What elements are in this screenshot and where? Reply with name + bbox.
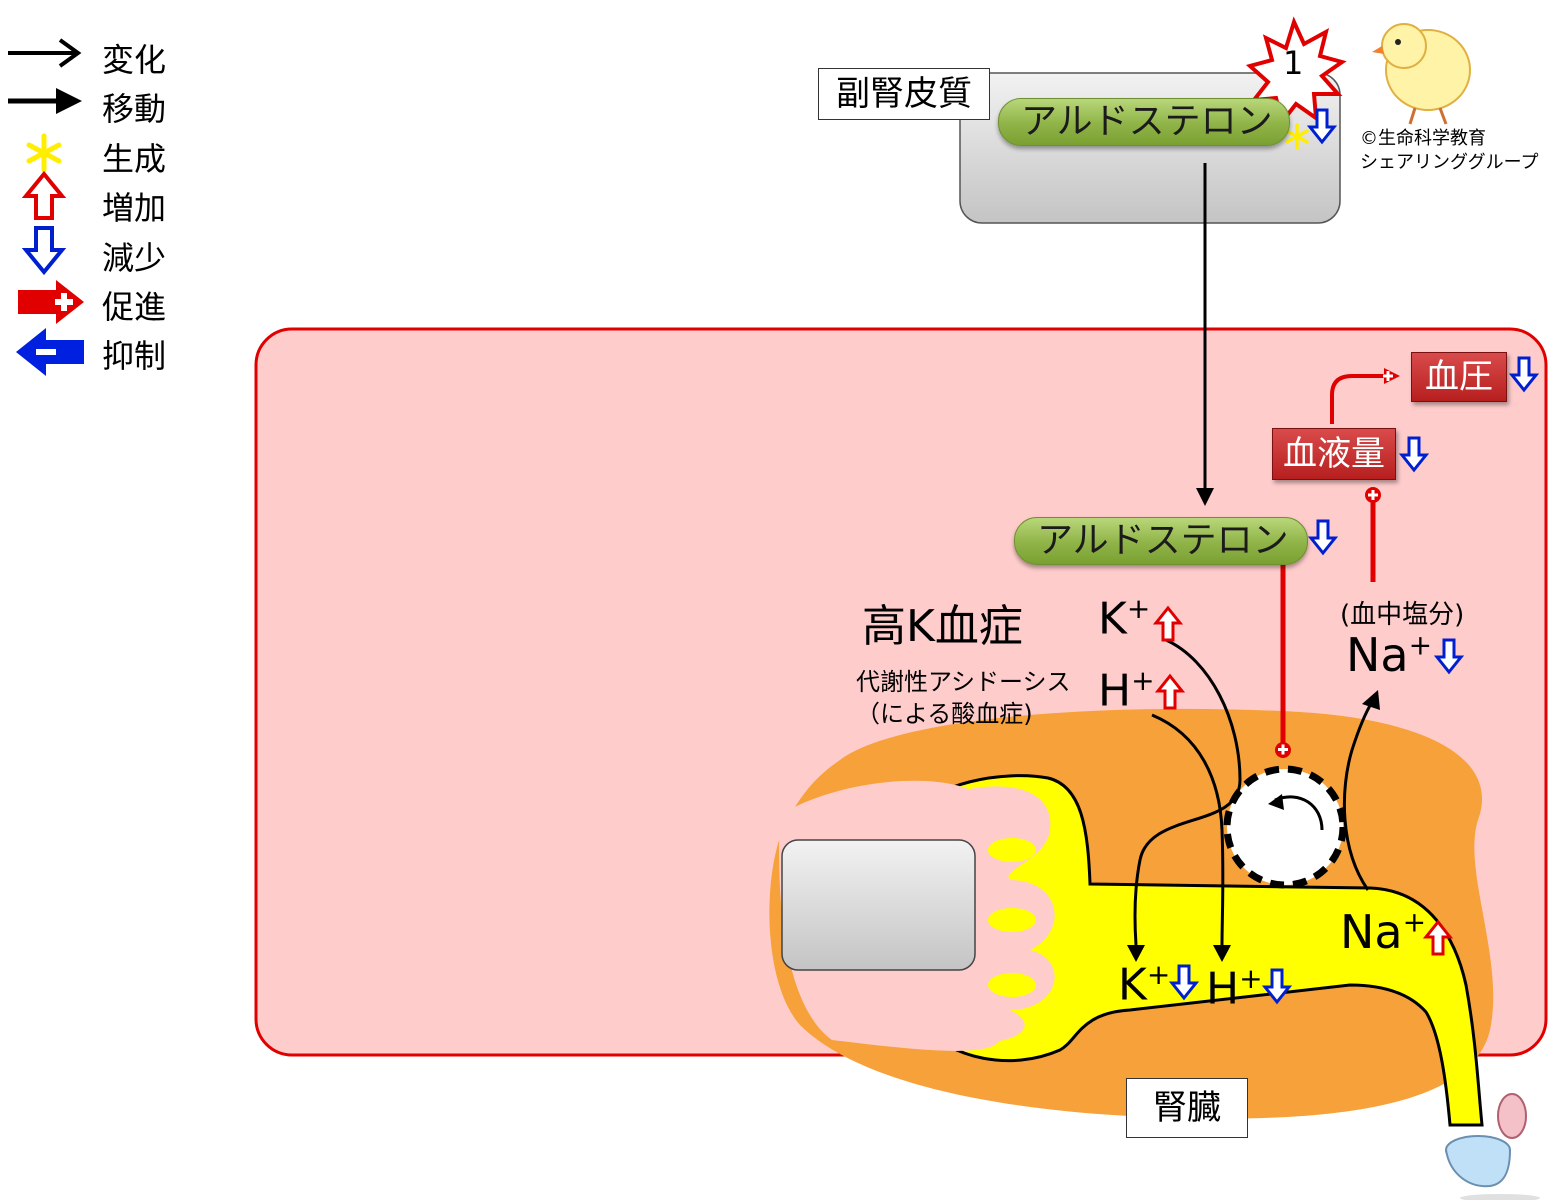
na-move-arrow <box>1342 701 1374 891</box>
decrease-icon-pressure <box>1508 356 1540 393</box>
ion-na-urine-symbol: Na <box>1340 905 1403 959</box>
produce-asterisk-icon <box>1285 123 1309 150</box>
legend-label-produce: 生成 <box>102 140 167 178</box>
aldosterone-blood: アルドステロン <box>1014 517 1308 565</box>
inhibit-arrow-icon <box>16 328 84 376</box>
copyright-line2: シェアリンググループ <box>1360 152 1539 173</box>
legend-label-decrease: 減少 <box>102 239 167 277</box>
starburst-number: 1 <box>1283 44 1304 82</box>
ion-h-blood: H+ <box>1098 664 1155 717</box>
ion-k-urine-charge: + <box>1146 958 1171 991</box>
starburst-badge <box>1245 16 1347 127</box>
bold-arrow-icon <box>8 88 82 114</box>
asterisk-icon <box>26 133 62 173</box>
ion-k-blood-symbol: K <box>1098 593 1127 645</box>
decrease-icon-adrenal <box>1306 108 1338 145</box>
legend-label-promote: 促進 <box>102 288 167 326</box>
decrease-icon-aldosterone <box>1307 519 1339 556</box>
ion-k-blood-charge: + <box>1126 592 1151 625</box>
kidney-label: 腎臓 <box>1126 1078 1248 1138</box>
condition-sub1: 代謝性アシドーシス <box>856 668 1071 696</box>
promote-plus-pump <box>1275 742 1291 758</box>
aldosterone-travel-head <box>1196 488 1214 506</box>
condition-title: 高K血症 <box>862 601 1023 652</box>
copyright-line1: ©生命科学教育 <box>1360 128 1486 149</box>
increase-icon-k-blood <box>1152 605 1184 642</box>
down-arrow-icon <box>21 226 67 276</box>
promote-arrow-icon <box>18 280 84 324</box>
up-arrow-icon <box>21 170 67 220</box>
blood-pressure-box: 血圧 <box>1411 352 1507 402</box>
ion-h-blood-symbol: H <box>1098 665 1132 717</box>
blood-salt-label: (血中塩分) <box>1340 600 1465 630</box>
legend-label-increase: 増加 <box>102 189 167 227</box>
thin-arrow-icon <box>8 38 82 68</box>
aldosterone-adrenal: アルドステロン <box>998 98 1290 146</box>
na-k-pump <box>1223 765 1347 889</box>
decrease-icon-h-urine <box>1261 968 1293 1005</box>
blood-volume-box: 血液量 <box>1272 428 1396 480</box>
toilet-icon <box>1445 1093 1540 1200</box>
promote-plus-pressure <box>1383 368 1400 384</box>
decrease-icon-na-blood <box>1433 638 1465 675</box>
increase-icon-na-urine <box>1422 919 1454 956</box>
ion-na-blood-symbol: Na <box>1346 628 1409 682</box>
decrease-icon-volume <box>1398 436 1430 473</box>
legend-label-change: 変化 <box>102 41 167 79</box>
legend-label-inhibit: 抑制 <box>102 337 167 375</box>
ion-h-urine-charge: + <box>1239 962 1263 995</box>
k-move-arrow <box>1133 638 1242 946</box>
ion-na-blood-charge: + <box>1408 628 1433 662</box>
decrease-icon-k-urine <box>1168 964 1200 1001</box>
increase-icon-h-blood <box>1154 673 1186 710</box>
h-move-arrow <box>1151 713 1225 946</box>
chick-mascot-icon <box>1372 23 1471 125</box>
ion-k-blood: K+ <box>1098 592 1150 645</box>
ion-k-urine-symbol: K <box>1118 959 1147 1011</box>
ion-h-urine-symbol: H <box>1206 963 1240 1015</box>
adrenal-cortex-label: 副腎皮質 <box>818 68 990 120</box>
ion-h-urine: H+ <box>1206 962 1263 1015</box>
legend-label-move: 移動 <box>102 90 167 128</box>
volume-promote-curve <box>1330 374 1385 424</box>
ion-na-urine: Na+ <box>1340 905 1426 959</box>
vessel-box <box>781 839 976 971</box>
ion-k-urine: K+ <box>1118 958 1170 1011</box>
promote-plus-volume <box>1365 487 1381 503</box>
ion-na-blood: Na+ <box>1346 628 1432 682</box>
legend-icons <box>8 38 84 376</box>
ion-h-blood-charge: + <box>1131 664 1155 697</box>
ion-na-urine-charge: + <box>1402 905 1427 939</box>
condition-sub2: （による酸血症) <box>856 700 1033 728</box>
